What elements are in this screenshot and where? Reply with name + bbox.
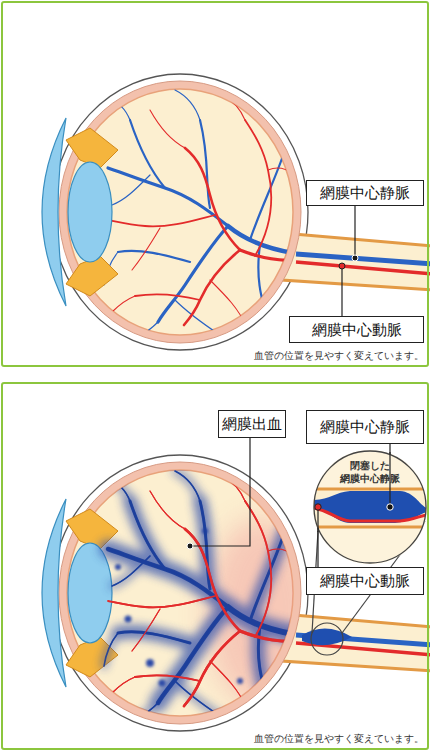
inset-background xyxy=(313,450,427,564)
swollen-vein xyxy=(104,471,286,731)
part-label: 網膜出血 xyxy=(222,415,282,433)
leader-dot xyxy=(187,543,193,549)
blood-spread xyxy=(104,471,300,731)
figure-panel: 血管の位置を見やすく変えています。 網膜中心静脈網膜中心動脈 xyxy=(1,1,429,367)
label-box: 網膜中心動脈 xyxy=(306,567,424,595)
leader-connector xyxy=(389,444,390,455)
magnifier-ring xyxy=(311,623,343,655)
part-label: 網膜中心動脈 xyxy=(312,321,402,339)
label-box: 網膜中心静脈 xyxy=(306,180,424,206)
part-label: 網膜中心静脈 xyxy=(320,184,410,202)
leader-line xyxy=(341,266,342,316)
retinal-artery xyxy=(108,501,271,681)
artery-section xyxy=(308,507,430,521)
normal-eye xyxy=(42,74,430,350)
leader-dot xyxy=(387,504,393,510)
figure-panel: 血管の位置を見やすく変えています。 網膜出血 網膜中心静脈閉塞した 網膜中心静脈網膜… xyxy=(1,382,429,750)
blood-spread xyxy=(104,471,286,731)
blood-speckle xyxy=(115,564,121,570)
blood-speckle xyxy=(125,616,132,623)
retinal-arteries xyxy=(108,476,300,706)
circle-outline xyxy=(314,451,426,563)
leader-line xyxy=(354,206,355,258)
leader-dot xyxy=(315,504,321,510)
part-label: 網膜中心動脈 xyxy=(320,572,410,590)
hemorrhage-area xyxy=(104,471,317,731)
blood-speckles xyxy=(115,528,243,687)
inset-nerve xyxy=(300,489,430,527)
leader-line xyxy=(193,438,250,546)
nerve-section xyxy=(300,489,430,527)
swollen-veins xyxy=(104,471,300,731)
label-box: 網膜出血 xyxy=(218,410,286,438)
inset-label: 閉塞した 網膜中心静脈 xyxy=(333,459,407,485)
retinal-artery xyxy=(112,476,298,706)
leader-dot xyxy=(352,255,358,261)
vein-occlusion xyxy=(302,628,352,645)
retinal-artery xyxy=(240,631,300,641)
nerve-sheath xyxy=(300,526,430,529)
nerve-sheath xyxy=(300,488,430,491)
occluded-eye xyxy=(42,455,430,731)
label-box: 網膜中心動脈 xyxy=(289,316,424,343)
leader-dot xyxy=(339,263,345,269)
blood-speckle xyxy=(237,678,243,684)
panel-note: 血管の位置を見やすく変えています。 xyxy=(254,733,424,745)
leader-connector xyxy=(317,528,318,567)
blood-speckle xyxy=(159,680,166,687)
label-box: 網膜中心静脈 xyxy=(306,410,424,444)
blood-speckle xyxy=(146,659,154,667)
part-label: 網膜中心静脈 xyxy=(320,418,410,436)
inset-circle: 閉塞した 網膜中心静脈 xyxy=(313,450,427,564)
panel-note: 血管の位置を見やすく変えています。 xyxy=(254,350,424,362)
